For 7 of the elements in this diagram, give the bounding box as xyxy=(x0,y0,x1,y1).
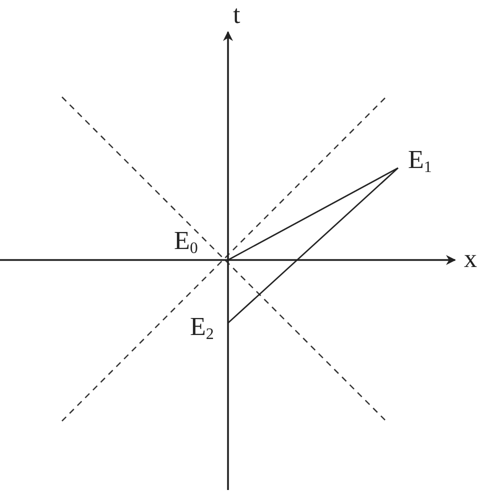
axis-label: t xyxy=(233,2,240,28)
world-line xyxy=(228,167,398,324)
world-line xyxy=(228,167,398,261)
event-label: E$_{2}$ xyxy=(190,314,214,345)
event-label: E$_{0}$ xyxy=(174,228,198,259)
event-label: E$_{1}$ xyxy=(408,147,432,178)
axis-label: x xyxy=(464,246,477,272)
